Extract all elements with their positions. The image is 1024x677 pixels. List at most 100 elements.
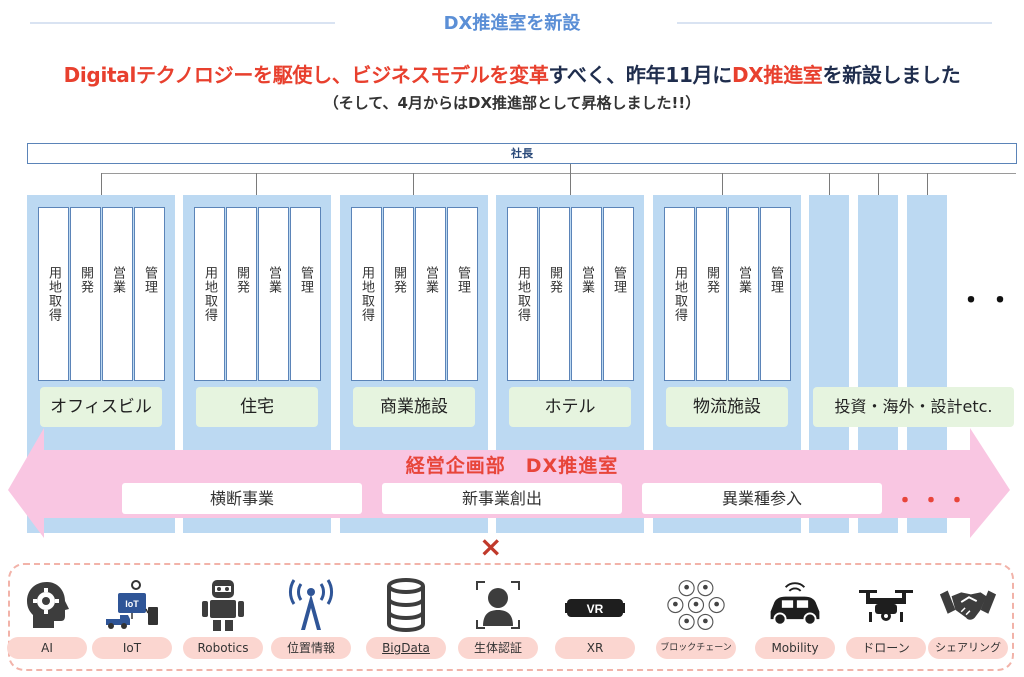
tech-ai: AI <box>7 574 87 660</box>
function-box: 管理 <box>603 207 634 381</box>
tech-label: 位置情報 <box>271 637 351 659</box>
tech-mobility: Mobility <box>755 574 835 660</box>
function-box: 開発 <box>70 207 101 381</box>
tech-robotics: Robotics <box>183 574 263 660</box>
page-title: DX推進室を新設 <box>443 13 581 34</box>
connector-housing <box>256 173 257 195</box>
function-label: 用地取得 <box>46 266 61 322</box>
function-box: 営業 <box>415 207 446 381</box>
headline-red-1: Digitalテクノロジーを駆使し、ビジネスモデルを変革 <box>63 63 549 87</box>
handshake-icon <box>938 578 998 632</box>
tech-label: IoT <box>92 637 172 659</box>
business-item: 異業種参入 <box>642 483 882 514</box>
business-item: 横断事業 <box>122 483 362 514</box>
technology-panel <box>8 563 1014 671</box>
function-label: 開発 <box>234 266 249 294</box>
cross-icon: × <box>479 530 503 563</box>
function-box: 開発 <box>226 207 257 381</box>
connector-office <box>101 173 102 195</box>
tech-xr: VR XR <box>555 574 635 660</box>
tech-label: ブロックチェーン <box>656 637 736 659</box>
function-label: 用地取得 <box>202 266 217 322</box>
tech-label: Mobility <box>755 637 835 659</box>
connector-main <box>570 164 571 174</box>
tech-drone: ドローン <box>846 574 926 660</box>
headline-end: を新設しました <box>822 63 961 87</box>
dept-label-hotel: ホテル <box>509 387 631 427</box>
function-box: 営業 <box>571 207 602 381</box>
function-label: 管理 <box>298 266 313 294</box>
tech-label: シェアリング <box>928 637 1008 659</box>
function-label: 営業 <box>423 266 438 294</box>
function-box: 営業 <box>258 207 289 381</box>
headline: Digitalテクノロジーを駆使し、ビジネスモデルを変革すべく、昨年11月にDX… <box>0 59 1024 88</box>
tech-location: 位置情報 <box>271 574 351 660</box>
function-box: 管理 <box>134 207 165 381</box>
connector-logistics <box>722 173 723 195</box>
function-box: 用地取得 <box>664 207 695 381</box>
more-departments-dots: ・・・ <box>958 286 1024 316</box>
headline-mid: すべく、昨年11月に <box>548 63 733 87</box>
svg-text:VR: VR <box>587 602 604 616</box>
function-box: 開発 <box>696 207 727 381</box>
connector-horizontal <box>101 173 1016 174</box>
iot-icon: IoT <box>102 578 162 632</box>
tech-sharing: シェアリング <box>928 574 1008 660</box>
tech-label: XR <box>555 637 635 659</box>
business-item: 新事業創出 <box>382 483 622 514</box>
drone-icon <box>856 578 916 632</box>
function-label: 開発 <box>78 266 93 294</box>
function-box: 開発 <box>383 207 414 381</box>
tech-label: Robotics <box>183 637 263 659</box>
function-box: 営業 <box>728 207 759 381</box>
function-label: 営業 <box>266 266 281 294</box>
function-box: 管理 <box>760 207 791 381</box>
dept-label-commercial: 商業施設 <box>353 387 475 427</box>
function-box: 開発 <box>539 207 570 381</box>
function-box: 営業 <box>102 207 133 381</box>
function-label: 営業 <box>110 266 125 294</box>
ai-head-icon <box>17 578 77 632</box>
function-label: 管理 <box>142 266 157 294</box>
function-box: 用地取得 <box>194 207 225 381</box>
function-label: 営業 <box>736 266 751 294</box>
function-box: 管理 <box>290 207 321 381</box>
tech-label: BigData <box>366 637 446 659</box>
headline-red-2: DX推進室 <box>731 63 823 87</box>
connector-commercial <box>413 173 414 195</box>
connector-other-2 <box>878 173 879 195</box>
arrow-title: 経営企画部 DX推進室 <box>405 455 619 477</box>
tech-label: ドローン <box>846 637 926 659</box>
function-box: 用地取得 <box>351 207 382 381</box>
function-label: 営業 <box>579 266 594 294</box>
tech-biometrics: 生体認証 <box>458 574 538 660</box>
svg-text:IoT: IoT <box>125 599 139 609</box>
function-label: 開発 <box>391 266 406 294</box>
function-label: 用地取得 <box>672 266 687 322</box>
tech-label: 生体認証 <box>458 637 538 659</box>
face-recognition-icon <box>468 578 528 632</box>
tech-bigdata: BigData <box>366 574 446 660</box>
vr-goggles-icon: VR <box>565 578 625 632</box>
president-box: 社長 <box>27 143 1017 164</box>
tech-label: AI <box>7 637 87 659</box>
function-label: 開発 <box>547 266 562 294</box>
dept-label-other: 投資・海外・設計etc. <box>813 387 1014 427</box>
subheadline: （そして、4月からはDX推進部として昇格しました!!） <box>323 94 701 112</box>
connector-hotel <box>570 173 571 195</box>
dept-label-housing: 住宅 <box>196 387 318 427</box>
connector-other-1 <box>829 173 830 195</box>
function-box: 管理 <box>447 207 478 381</box>
blockchain-icon <box>666 578 726 632</box>
more-business-dots: ・・・ <box>894 489 973 514</box>
function-label: 用地取得 <box>515 266 530 322</box>
connector-other-3 <box>927 173 928 195</box>
database-icon <box>376 578 436 632</box>
title-rule-left <box>30 22 335 24</box>
location-tower-icon <box>281 578 341 632</box>
function-box: 用地取得 <box>507 207 538 381</box>
function-label: 開発 <box>704 266 719 294</box>
dept-label-office: オフィスビル <box>40 387 162 427</box>
tech-iot: IoT IoT <box>92 574 172 660</box>
car-icon <box>765 578 825 632</box>
